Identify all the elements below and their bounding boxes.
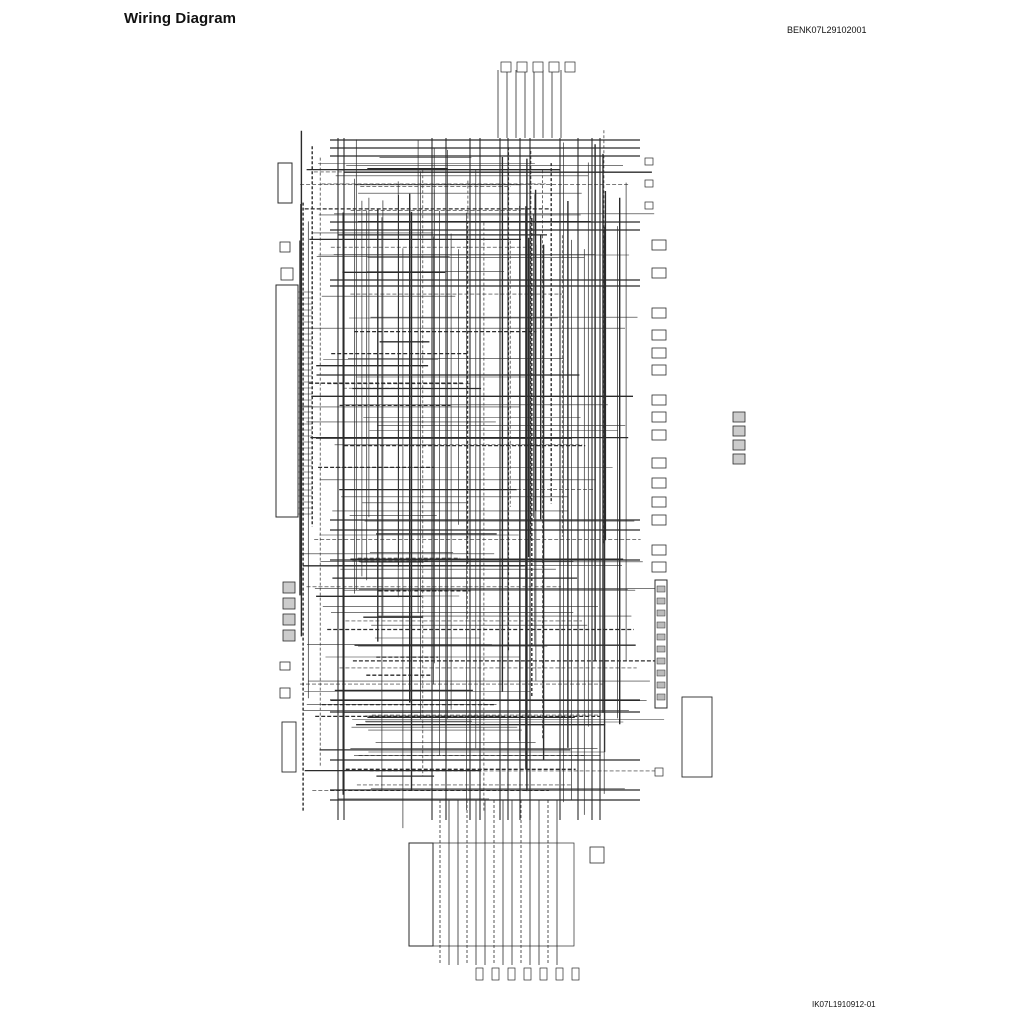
handle-switch-rh-box bbox=[281, 721, 297, 773]
sensor-box bbox=[651, 496, 667, 508]
ignition-coil bbox=[282, 613, 296, 626]
sensor-box bbox=[651, 239, 667, 251]
combination-meter-box bbox=[408, 842, 434, 947]
figure-code: IK07L1910912-01 bbox=[812, 1000, 876, 1009]
sensor-box bbox=[651, 347, 667, 359]
handle-switch-lh-box bbox=[681, 696, 713, 778]
sensor-box bbox=[651, 561, 667, 573]
top-lamp-icon bbox=[548, 61, 560, 73]
sensor-box bbox=[651, 329, 667, 341]
top-lamp-icon bbox=[516, 61, 528, 73]
lamp-icon bbox=[539, 967, 548, 981]
fuse bbox=[656, 645, 666, 653]
lamp-icon bbox=[523, 967, 532, 981]
lamp-icon bbox=[644, 201, 654, 210]
component-layer bbox=[275, 61, 746, 981]
fuse bbox=[656, 657, 666, 665]
fuse bbox=[656, 621, 666, 629]
relay-box bbox=[279, 241, 291, 253]
sensor-box bbox=[651, 477, 667, 489]
connector-box bbox=[589, 846, 605, 864]
speed-sensor bbox=[732, 439, 746, 451]
top-lamp-icon bbox=[564, 61, 576, 73]
lamp-icon bbox=[644, 179, 654, 188]
injector bbox=[279, 661, 291, 671]
sensor-box bbox=[651, 544, 667, 556]
sensor-box bbox=[279, 687, 291, 699]
horn bbox=[654, 767, 664, 777]
fuse bbox=[656, 693, 666, 701]
sensor-box bbox=[651, 267, 667, 279]
ignition-coil bbox=[282, 597, 296, 610]
lamp-icon bbox=[555, 967, 564, 981]
sensor-box bbox=[651, 394, 667, 406]
page-title: Wiring Diagram bbox=[124, 10, 237, 27]
speed-sensor bbox=[732, 411, 746, 423]
fuse bbox=[656, 669, 666, 677]
sensor-box bbox=[651, 514, 667, 526]
sensor-box bbox=[651, 429, 667, 441]
ignition-coil bbox=[282, 629, 296, 642]
sensor-box bbox=[651, 307, 667, 319]
fuse bbox=[656, 597, 666, 605]
speed-sensor bbox=[732, 453, 746, 465]
fuse bbox=[656, 633, 666, 641]
lamp-icon bbox=[571, 967, 580, 981]
lamp-icon bbox=[507, 967, 516, 981]
lamp-icon bbox=[475, 967, 484, 981]
sensor-box bbox=[651, 411, 667, 423]
ecm-box bbox=[275, 284, 299, 518]
sensor-box bbox=[651, 457, 667, 469]
ignition-coil bbox=[282, 581, 296, 594]
wire-harness bbox=[298, 70, 665, 965]
document-code: BENK07L29102001 bbox=[787, 25, 867, 35]
fuse bbox=[656, 681, 666, 689]
lamp-icon bbox=[491, 967, 500, 981]
speed-sensor bbox=[732, 425, 746, 437]
lamp-icon bbox=[644, 157, 654, 166]
sensor-box bbox=[280, 267, 294, 281]
fuse bbox=[656, 585, 666, 593]
top-lamp-icon bbox=[532, 61, 544, 73]
fuse bbox=[656, 609, 666, 617]
sensor-box bbox=[651, 364, 667, 376]
top-lamp-icon bbox=[500, 61, 512, 73]
meter-harness-box bbox=[408, 842, 575, 947]
abs-control-unit-box bbox=[277, 162, 293, 204]
